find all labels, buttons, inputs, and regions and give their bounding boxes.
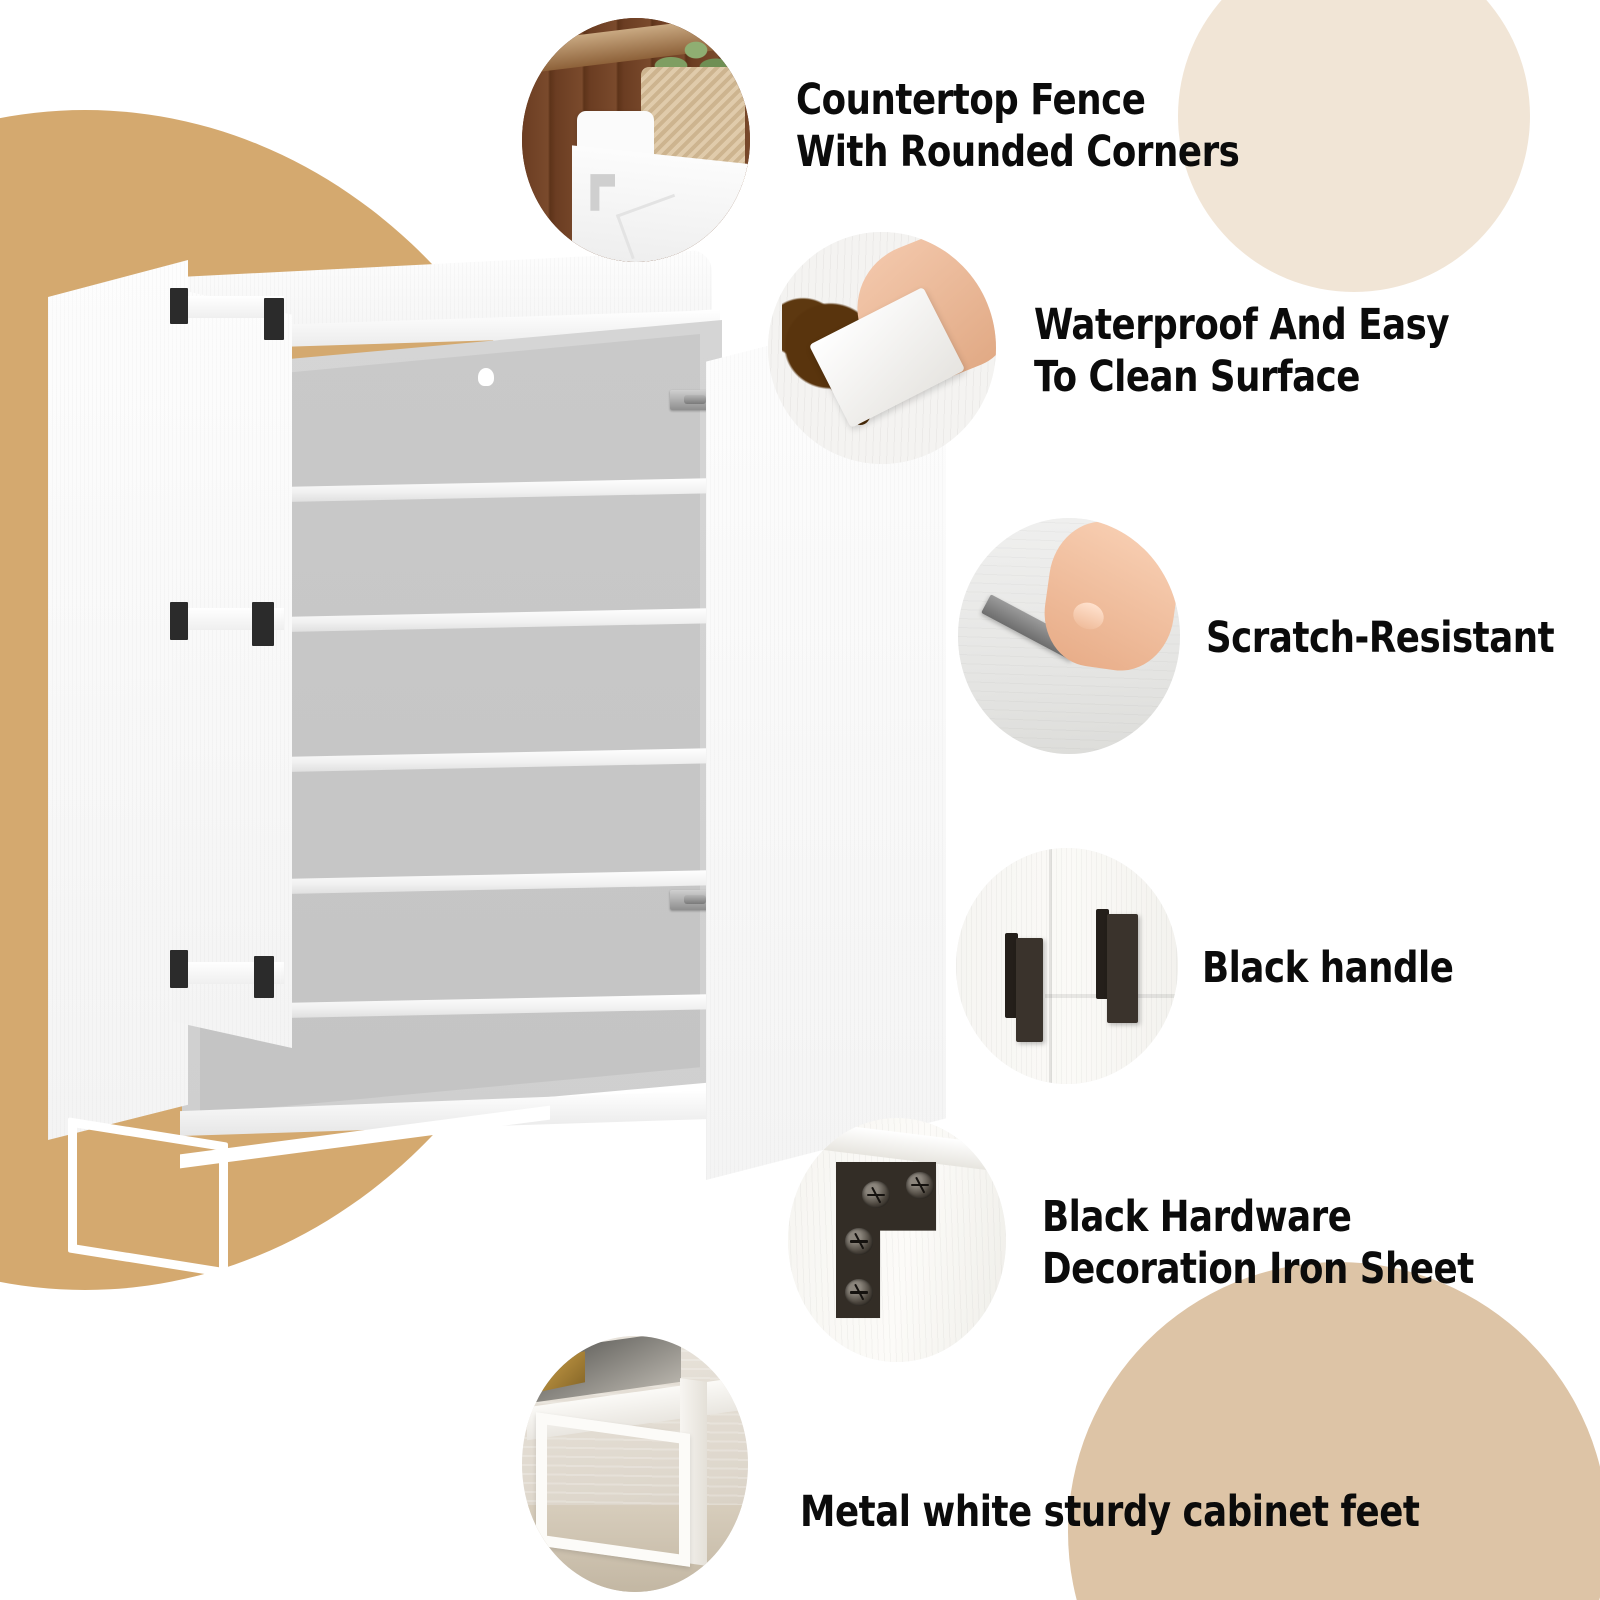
door-hinge-top-right [264, 298, 284, 340]
shelf-peg-hole [478, 368, 494, 386]
waterproof-surface-thumbnail [768, 232, 996, 464]
feature-waterproof-surface: Waterproof And Easy To Clean Surface [768, 232, 1485, 464]
door-handle-black[interactable] [252, 602, 274, 646]
feature-cabinet-feet: Metal white sturdy cabinet feet [522, 1336, 1473, 1592]
feature-label-black-handle: Black handle [1202, 942, 1454, 993]
cabinet-feet-thumbnail [522, 1336, 748, 1592]
black-hardware-thumbnail [788, 1118, 1006, 1362]
feature-black-handle: Black handle [956, 848, 1475, 1084]
left-barn-door[interactable] [172, 288, 292, 1048]
cabinet-leg-front [68, 1117, 228, 1278]
feature-label-countertop-fence: Countertop Fence With Rounded Corners [796, 74, 1240, 177]
door-rail-top [180, 296, 284, 318]
door-hinge-bottom-right [254, 956, 274, 998]
feature-black-hardware: Black Hardware Decoration Iron Sheet [788, 1118, 1511, 1362]
product-illustration [30, 250, 946, 1310]
feature-label-black-hardware: Black Hardware Decoration Iron Sheet [1042, 1191, 1474, 1294]
door-hinge-mid-left [170, 602, 188, 640]
cabinet-side-panel [48, 260, 188, 1140]
door-hinge-top-left [170, 288, 188, 324]
scratch-resistant-thumbnail [958, 518, 1180, 754]
countertop-fence-thumbnail [522, 18, 750, 262]
feature-countertop-fence: Countertop Fence With Rounded Corners [522, 18, 1278, 262]
black-handle-thumbnail [956, 848, 1178, 1084]
door-hinge-bottom-left [170, 950, 188, 988]
background-blob-top-right [1178, 0, 1530, 292]
feature-scratch-resistant: Scratch-Resistant [958, 518, 1585, 754]
feature-label-waterproof-surface: Waterproof And Easy To Clean Surface [1034, 299, 1450, 402]
feature-label-scratch-resistant: Scratch-Resistant [1206, 612, 1555, 663]
feature-label-cabinet-feet: Metal white sturdy cabinet feet [800, 1486, 1420, 1537]
